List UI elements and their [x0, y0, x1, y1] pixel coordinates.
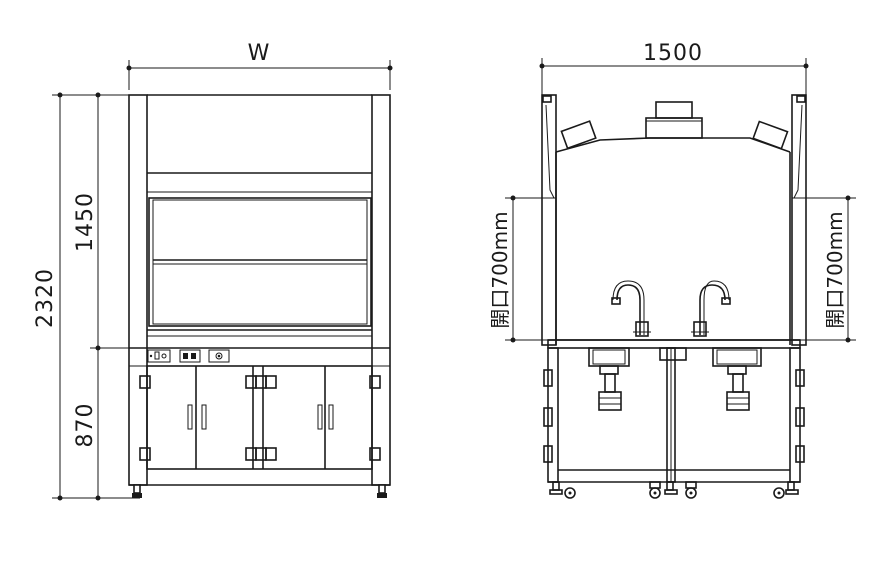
front-width-label: W: [248, 41, 271, 66]
lower-height-label: 870: [73, 403, 98, 448]
sinks: [588, 347, 762, 411]
front-width-dimension: W: [126, 41, 393, 90]
left-faucet: [611, 280, 651, 337]
total-height-label: 2320: [33, 268, 58, 328]
upper-height-label: 1450: [73, 192, 98, 252]
front-height-dimensions: 2320 1450 870: [33, 92, 140, 501]
fume-hood-front: [128, 94, 391, 498]
fume-hood-interior: [541, 94, 807, 499]
side-view: 1500 開口700mm 開口700mm: [488, 41, 856, 499]
side-width-dimension: 1500: [539, 41, 809, 98]
lower-frame: [543, 347, 805, 483]
right-opening-label: 開口700mm: [823, 211, 847, 328]
front-view: W 2320 1450 870: [33, 41, 393, 501]
sash-window: [148, 197, 372, 327]
side-width-label: 1500: [643, 41, 703, 66]
casters: [549, 481, 799, 499]
left-opening-label: 開口700mm: [488, 211, 512, 328]
lower-cabinet: [129, 365, 390, 486]
leveling-feet: [132, 484, 387, 498]
opening-dimensions: 開口700mm 開口700mm: [488, 195, 856, 343]
right-faucet: [691, 280, 731, 337]
control-panel: [129, 349, 390, 367]
